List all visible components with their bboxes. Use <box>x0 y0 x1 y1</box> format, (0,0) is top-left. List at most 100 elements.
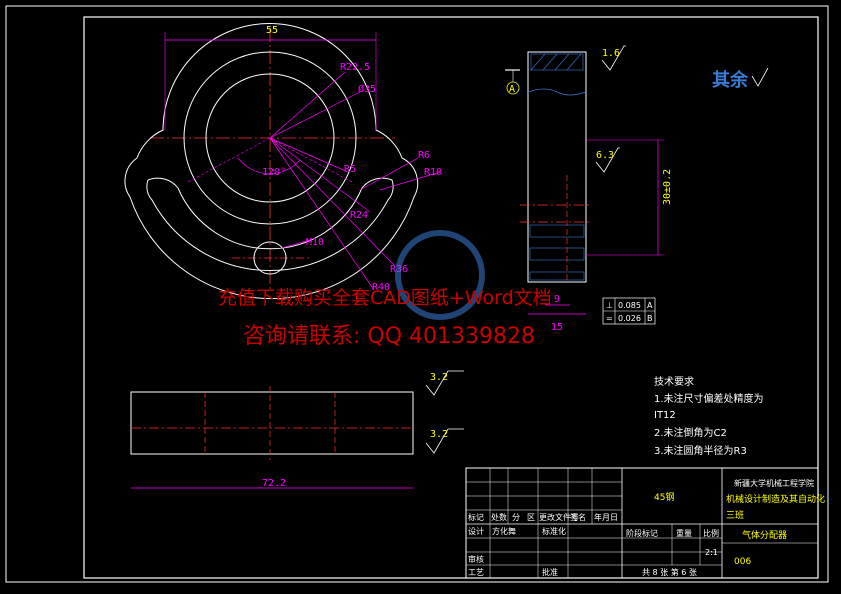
roughness-1-6: 1.6 <box>602 48 620 59</box>
drawing-border <box>83 16 819 579</box>
datum-a: A <box>509 84 515 95</box>
tech-req-line-1: 1.未注尺寸偏差处精度为 <box>654 392 764 405</box>
threaded-hole-m10 <box>253 241 287 275</box>
tb-material: 45钢 <box>654 491 674 503</box>
title-block-frame <box>465 467 819 579</box>
bore-circle-d35 <box>205 73 335 203</box>
tb-h-weight: 重量 <box>676 528 692 538</box>
hatch-line <box>554 53 570 71</box>
leader-r22-5 <box>269 71 346 139</box>
dim-r40: R40 <box>372 282 390 293</box>
angle-leg-right <box>269 137 353 183</box>
roughness-symbol-bottom <box>425 428 464 454</box>
tech-req-line-2: 2.未注倒角为C2 <box>654 426 727 439</box>
title-block: 标记 处数 分 区 更改文件号 签名 年月日 设计 方化舞 标准化 审核 工艺 … <box>465 467 825 579</box>
leader-r10 <box>379 171 441 191</box>
dim-72-2: 72.2 <box>262 478 286 489</box>
tb-h-count: 处数 <box>491 512 507 522</box>
tech-req-line-3: 3.未注圆角半径为R3 <box>654 444 747 457</box>
tb-h-stage: 阶段标记 <box>626 528 658 538</box>
technical-requirements: 技术要求 1.未注尺寸偏差处精度为 IT12 2.未注倒角为C2 3.未注圆角半… <box>654 375 764 457</box>
front-view: 55 R22.5 Ø35 120° R5 R6 R10 R24 M10 R36 … <box>124 23 442 300</box>
tol-row1-ref: A <box>647 301 653 310</box>
tb-h-scale: 比例 <box>703 528 719 538</box>
watermark: 充值下载购买全套CAD图纸+Word文档 咨询请联系: QQ 401339828 <box>218 230 552 349</box>
hatch-line <box>530 53 546 71</box>
hatch-band-1 <box>529 224 585 238</box>
hatch-line <box>542 53 558 71</box>
outer-contour <box>124 23 419 300</box>
tb-h-sign: 签名 <box>570 512 586 522</box>
dim-m10: M10 <box>306 237 324 248</box>
tb-class: 三班 <box>726 509 744 521</box>
leader-d35 <box>269 91 361 139</box>
tb-h-zone2: 区 <box>527 513 535 522</box>
leader-r36 <box>269 137 395 266</box>
leader-r5 <box>269 137 349 173</box>
tb-scale-value: 2:1 <box>705 548 718 557</box>
tech-req-title: 技术要求 <box>654 375 694 388</box>
angle-leg-left <box>187 137 271 183</box>
arc-slot <box>146 177 394 272</box>
tb-h-std: 标准化 <box>542 526 566 536</box>
watermark-line-2: 咨询请联系: QQ 401339828 <box>243 324 535 349</box>
roughness-6-3: 6.3 <box>596 150 614 161</box>
roughness-symbol-1-6 <box>601 45 626 71</box>
watermark-logo <box>395 230 485 320</box>
side-section-view: 30±0.2 9 15 1.6 6.3 A ⊥ 0.085 A = 0.026 … <box>505 45 673 333</box>
tb-h-docno: 更改文件号 <box>539 512 579 522</box>
dim-55: 55 <box>266 25 278 36</box>
tb-h-designer: 方化舞 <box>492 526 516 536</box>
tb-part-name: 气体分配器 <box>742 529 787 541</box>
other-roughness-label: 其余 <box>712 69 749 91</box>
tb-sheet-info: 共 8 张 第 6 张 <box>642 567 697 577</box>
tol-row1-sym: ⊥ <box>606 301 613 310</box>
break-line <box>527 88 587 96</box>
dim-r22-5: R22.5 <box>340 62 370 73</box>
tb-institution: 新疆大学机械工程学院 <box>734 478 814 488</box>
hatch-line <box>566 53 582 71</box>
dim-r5: R5 <box>344 164 356 175</box>
dim-15: 15 <box>551 322 563 333</box>
roughness-3-2-bottom: 3.2 <box>430 429 448 440</box>
angle-arc-120 <box>237 157 301 175</box>
tb-h-review: 审核 <box>468 554 484 564</box>
leader-m10 <box>281 239 311 249</box>
tol-row2-ref: B <box>647 314 653 323</box>
tb-h-approve: 批准 <box>542 567 558 577</box>
tb-h-process: 工艺 <box>468 568 484 577</box>
tb-department: 机械设计制造及其自动化 <box>726 493 825 505</box>
dim-angle-120: 120° <box>262 167 286 178</box>
roughness-3-2-top: 3.2 <box>430 372 448 383</box>
hatch-band-2 <box>529 247 585 261</box>
tol-row2-val: 0.026 <box>618 314 641 323</box>
hatch-band-3 <box>529 271 585 281</box>
tb-h-zone: 分 <box>512 513 520 522</box>
dim-r24: R24 <box>350 210 368 221</box>
roughness-symbol-top <box>425 370 464 396</box>
tb-h-design: 设计 <box>468 526 484 536</box>
dim-d35: Ø35 <box>358 83 376 95</box>
dim-30: 30±0.2 <box>662 169 673 205</box>
dim-r6: R6 <box>418 150 430 161</box>
tb-h-date: 年月日 <box>594 512 618 522</box>
tol-row1-val: 0.085 <box>618 301 641 310</box>
top-view-outline <box>130 391 414 455</box>
dim-r10: R10 <box>424 167 442 178</box>
watermark-line-1: 充值下载购买全套CAD图纸+Word文档 <box>218 287 552 309</box>
tb-drawing-no: 006 <box>734 557 751 567</box>
bore-circle-r22-5 <box>183 51 357 225</box>
leader-r40 <box>269 137 375 291</box>
tech-req-line-1b: IT12 <box>654 410 676 421</box>
top-view: 72.2 3.2 3.2 <box>130 370 464 489</box>
side-outline <box>527 51 587 283</box>
dim-9: 9 <box>554 294 560 305</box>
tol-row2-sym: = <box>606 314 613 323</box>
outer-frame <box>5 5 829 583</box>
leader-r24 <box>269 137 371 213</box>
leader-r6 <box>359 157 419 191</box>
tb-h-mark: 标记 <box>468 512 484 522</box>
other-roughness-symbol <box>751 67 769 87</box>
roughness-symbol-6-3 <box>595 147 620 173</box>
